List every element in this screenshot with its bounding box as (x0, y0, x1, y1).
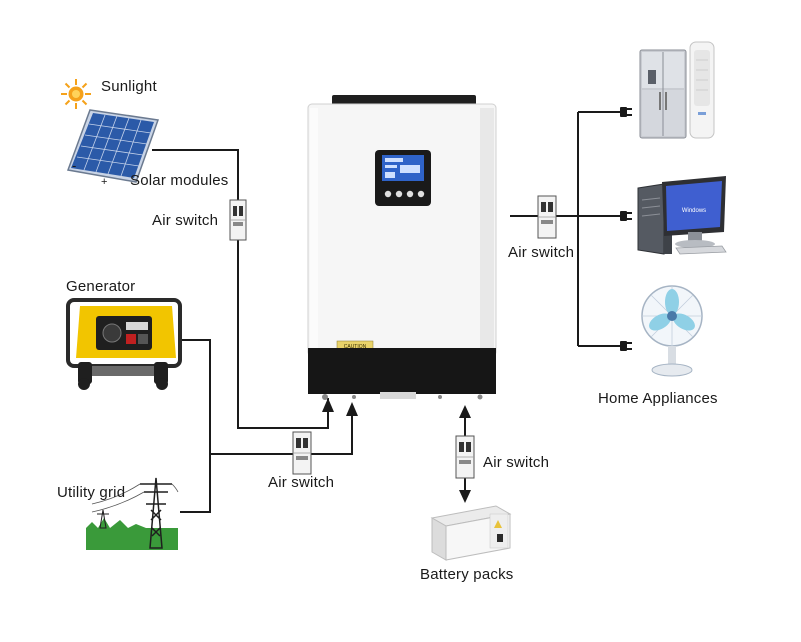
solar-minus-label: - (72, 158, 77, 173)
wiring (152, 111, 620, 513)
plug-icon (620, 211, 632, 221)
solar-modules-label: Solar modules (130, 172, 229, 189)
arrowheads (322, 398, 471, 503)
electric-fan-icon (641, 285, 703, 377)
refrigerator-icon (639, 49, 687, 139)
air-switch-battery-label: Air switch (483, 454, 550, 471)
air-switch-input-label: Air switch (268, 474, 335, 491)
air-switch-solar-label: Air switch (152, 212, 219, 229)
plug-icon (620, 107, 632, 117)
pc-screen-text: Windows (682, 208, 706, 214)
air-switch-icon (455, 435, 475, 479)
arrow-battery-up (459, 405, 471, 418)
wire-grid-bus (210, 412, 353, 455)
solar-plus-label: + (101, 176, 108, 188)
air-switch-icon (229, 199, 247, 241)
utility-grid-label: Utility grid (57, 484, 126, 501)
air-switch-icon (292, 431, 312, 475)
wire-generator (178, 339, 211, 513)
air-switch-output-label: Air switch (508, 244, 575, 261)
wire-solar (152, 149, 329, 429)
air-conditioner-tower-icon (689, 41, 715, 139)
solar-panel-icon (66, 109, 160, 183)
battery-pack-icon (430, 505, 512, 561)
lcd-button (406, 190, 414, 198)
lcd-button (417, 190, 425, 198)
lcd-button (395, 190, 403, 198)
caution-label-text: CAUTION (344, 344, 367, 350)
home-appliances-label: Home Appliances (598, 390, 718, 407)
inverter-unit: CAUTION (307, 95, 497, 400)
arrow-grid-input (346, 402, 358, 416)
appliance-plugs (620, 107, 632, 351)
generator-icon (66, 298, 182, 390)
arrow-battery-down (459, 490, 471, 503)
desktop-computer-icon: Windows (637, 176, 727, 255)
battery-packs-label: Battery packs (420, 566, 514, 583)
air-switch-icon (537, 195, 557, 239)
inverter-base (308, 348, 496, 394)
sun-icon (61, 79, 91, 109)
plug-icon (620, 341, 632, 351)
utility-grid-icon (86, 477, 179, 550)
sunlight-label: Sunlight (101, 78, 157, 95)
lcd-button (384, 190, 392, 198)
generator-label: Generator (66, 278, 136, 295)
arrow-solar-input (322, 398, 334, 412)
